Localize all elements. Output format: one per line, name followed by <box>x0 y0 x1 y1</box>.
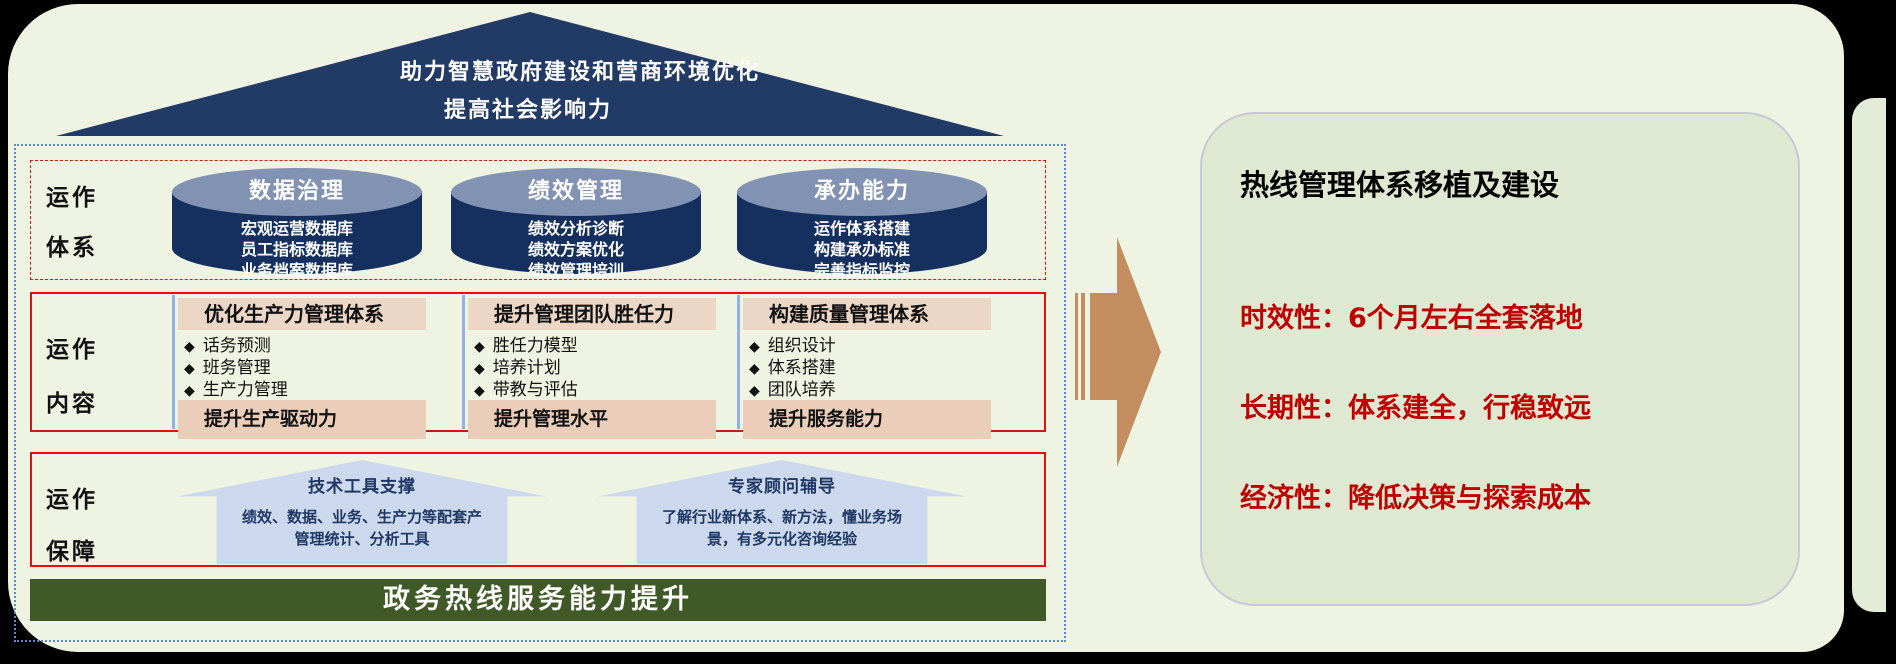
diamond-bullet-icon: ◆ <box>749 361 760 377</box>
result-panel: 热线管理体系移植及建设 时效性：6个月左右全套落地 长期性：体系建全，行稳致远 … <box>1200 112 1800 606</box>
support-desc-line: 景，有多元化咨询经验 <box>706 530 857 548</box>
label-line: 保障 <box>46 538 98 565</box>
cylinder-items: 绩效分析诊断 绩效方案优化 绩效管理培训 <box>451 218 701 281</box>
roof-text-line2: 提高社会影响力 <box>443 97 613 123</box>
column-accent-line <box>737 295 740 429</box>
bullet-text: 培养计划 <box>492 358 561 378</box>
cylinder-title: 承办能力 <box>813 178 910 204</box>
column-header: 构建质量管理体系 <box>743 298 991 330</box>
column-header: 提升管理团队胜任力 <box>468 298 716 330</box>
cylinder-item: 业务档案数据库 <box>240 261 353 280</box>
support-desc-line: 绩效、数据、业务、生产力等配套产 <box>241 508 482 526</box>
bullet-text: 话务预测 <box>202 336 271 356</box>
bullet-item: ◆ 班务管理 <box>184 358 288 380</box>
support-description: 绩效、数据、业务、生产力等配套产 管理统计、分析工具 <box>233 506 491 550</box>
column-accent-line <box>462 295 465 429</box>
cylinder-item: 员工指标数据库 <box>240 240 353 259</box>
bullet-item: ◆ 胜任力模型 <box>474 336 578 358</box>
cylinder-items: 宏观运营数据库 员工指标数据库 业务档案数据库 <box>172 218 422 281</box>
result-panel-title: 热线管理体系移植及建设 <box>1240 168 1560 202</box>
bullet-text: 体系搭建 <box>767 358 836 378</box>
bullet-text: 组织设计 <box>767 336 836 356</box>
benefit-economy: 经济性：降低决策与探索成本 <box>1240 483 1591 514</box>
house-dotted-frame <box>14 144 1066 642</box>
bullet-text: 带教与评估 <box>492 380 578 400</box>
bullet-item: ◆ 话务预测 <box>184 336 288 358</box>
cylinder-items: 运作体系搭建 构建承办标准 完善指标监控 <box>737 218 987 281</box>
cylinder-handling-capability: 承办能力 运作体系搭建 构建承办标准 完善指标监控 <box>737 168 987 280</box>
label-line: 运作 <box>46 184 98 211</box>
cylinder-top-ellipse <box>172 168 422 216</box>
bullet-text: 生产力管理 <box>202 380 288 400</box>
column-bullet-list: ◆ 组织设计 ◆ 体系搭建 ◆ 团队培养 <box>749 336 836 402</box>
bullet-item: ◆ 组织设计 <box>749 336 836 358</box>
column-footer: 提升服务能力 <box>743 400 991 439</box>
section-operation-system-label: 运作 体系 <box>46 178 116 262</box>
cylinder-top-ellipse <box>451 168 701 216</box>
cylinder-title: 数据治理 <box>248 178 345 204</box>
cylinder-item: 绩效管理培训 <box>527 261 624 280</box>
bullet-text: 胜任力模型 <box>492 336 578 356</box>
column-footer: 提升生产驱动力 <box>178 400 426 439</box>
column-accent-line <box>172 295 175 429</box>
diamond-bullet-icon: ◆ <box>749 383 760 399</box>
cylinder-item: 运作体系搭建 <box>813 219 910 238</box>
column-header: 优化生产力管理体系 <box>178 298 426 330</box>
bullet-item: ◆ 培养计划 <box>474 358 578 380</box>
label-line: 内容 <box>46 390 98 417</box>
column-footer: 提升管理水平 <box>468 400 716 439</box>
roof-triangle <box>56 12 1004 136</box>
column-productivity-system: 优化生产力管理体系 ◆ 话务预测 ◆ 班务管理 ◆ 生产力管理 提升生产驱动力 <box>172 295 426 439</box>
column-bullet-list: ◆ 话务预测 ◆ 班务管理 ◆ 生产力管理 <box>184 336 288 402</box>
cylinder-title: 绩效管理 <box>527 178 624 204</box>
cylinder-item: 绩效方案优化 <box>527 240 624 259</box>
section-operation-support-label: 运作 保障 <box>46 480 116 566</box>
section-operation-content-label: 运作 内容 <box>46 330 116 418</box>
cylinder-item: 绩效分析诊断 <box>527 219 624 238</box>
benefit-longevity: 长期性：体系建全，行稳致远 <box>1240 393 1591 424</box>
diamond-bullet-icon: ◆ <box>474 361 485 377</box>
diamond-bullet-icon: ◆ <box>184 383 195 399</box>
roof-text-line1: 助力智慧政府建设和营商环境优化 <box>399 59 761 85</box>
bottom-banner: 政务热线服务能力提升 <box>30 579 1046 621</box>
diamond-bullet-icon: ◆ <box>474 339 485 355</box>
benefit-timeliness: 时效性：6个月左右全套落地 <box>1240 303 1583 334</box>
support-title: 技术工具支撑 <box>308 477 416 497</box>
diamond-bullet-icon: ◆ <box>474 383 485 399</box>
label-line: 运作 <box>46 336 98 363</box>
diamond-bullet-icon: ◆ <box>749 339 760 355</box>
support-desc-line: 管理统计、分析工具 <box>294 530 430 548</box>
bullet-item: ◆ 体系搭建 <box>749 358 836 380</box>
column-quality-system: 构建质量管理体系 ◆ 组织设计 ◆ 体系搭建 ◆ 团队培养 提升服务能力 <box>737 295 991 439</box>
right-edge-strip <box>1852 98 1886 612</box>
support-description: 了解行业新体系、新方法，懂业务场 景，有多元化咨询经验 <box>653 506 911 550</box>
cylinder-top-ellipse <box>737 168 987 216</box>
cylinder-item: 宏观运营数据库 <box>240 219 353 238</box>
cylinder-performance-management: 绩效管理 绩效分析诊断 绩效方案优化 绩效管理培训 <box>451 168 701 280</box>
section-operation-system <box>30 160 1046 280</box>
diamond-bullet-icon: ◆ <box>184 361 195 377</box>
column-bullet-list: ◆ 胜任力模型 ◆ 培养计划 ◆ 带教与评估 <box>474 336 578 402</box>
cylinder-data-governance: 数据治理 宏观运营数据库 员工指标数据库 业务档案数据库 <box>172 168 422 280</box>
bullet-item: ◆ 团队培养 <box>749 380 836 402</box>
label-line: 运作 <box>46 486 98 513</box>
right-arrow-icon <box>1075 237 1161 467</box>
support-desc-line: 了解行业新体系、新方法，懂业务场 <box>661 508 902 526</box>
column-team-competency: 提升管理团队胜任力 ◆ 胜任力模型 ◆ 培养计划 ◆ 带教与评估 提升管理水平 <box>462 295 716 439</box>
bullet-text: 班务管理 <box>202 358 271 378</box>
bullet-item: ◆ 生产力管理 <box>184 380 288 402</box>
cylinder-item: 构建承办标准 <box>813 240 910 259</box>
label-line: 体系 <box>46 234 98 261</box>
section-operation-support <box>30 452 1046 567</box>
support-title: 专家顾问辅导 <box>728 477 836 497</box>
bullet-text: 团队培养 <box>767 380 836 400</box>
bullet-item: ◆ 带教与评估 <box>474 380 578 402</box>
diamond-bullet-icon: ◆ <box>184 339 195 355</box>
cylinder-item: 完善指标监控 <box>813 261 910 280</box>
